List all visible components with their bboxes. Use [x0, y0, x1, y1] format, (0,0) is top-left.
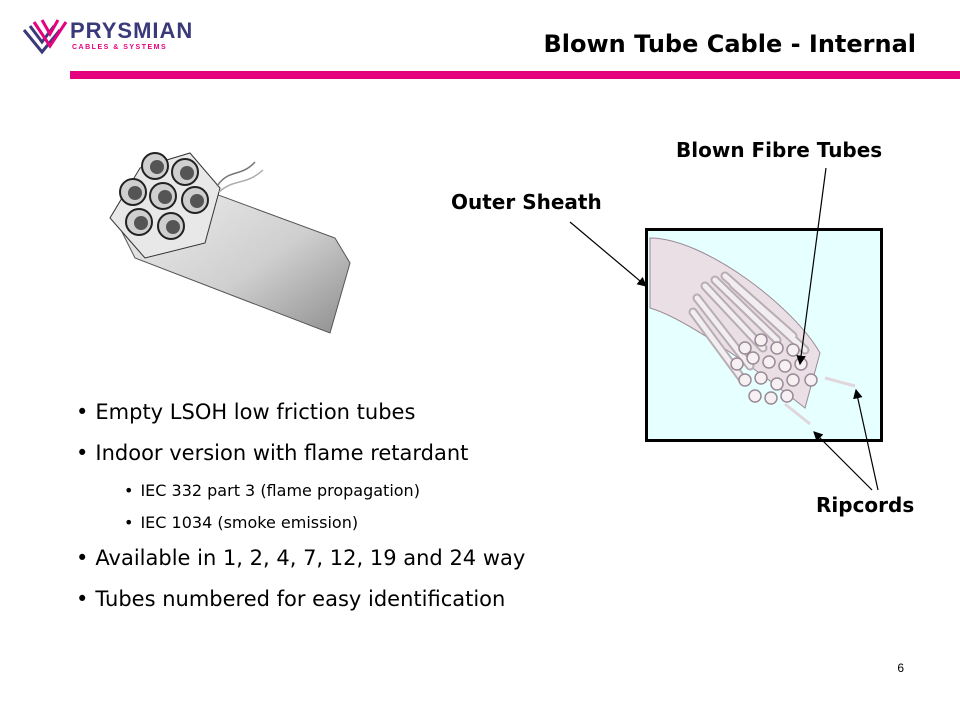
title-underline: [70, 71, 960, 79]
logo-name: PRYSMIAN: [70, 18, 194, 43]
bullet-text: Available in 1, 2, 4, 7, 12, 19 and 24 w…: [95, 546, 526, 570]
bullet-item: •Tubes numbered for easy identification: [76, 587, 506, 611]
logo-chevron-icon: [22, 19, 68, 55]
cable-illustration: [109, 152, 351, 334]
bullet-text: Tubes numbered for easy identification: [95, 587, 506, 611]
cable-cross-section-diagram: [645, 228, 883, 442]
slide-title: Blown Tube Cable - Internal: [543, 30, 916, 58]
page-number: 6: [897, 661, 904, 675]
label-blown-fibre-tubes: Blown Fibre Tubes: [676, 138, 883, 162]
bullet-item: •Empty LSOH low friction tubes: [76, 400, 416, 424]
bullet-text: Empty LSOH low friction tubes: [95, 400, 416, 424]
feature-list: •Empty LSOH low friction tubes •Indoor v…: [76, 398, 636, 626]
label-ripcords: Ripcords: [816, 493, 915, 517]
label-outer-sheath: Outer Sheath: [451, 190, 602, 214]
sub-bullet-item: •IEC 1034 (smoke emission): [124, 513, 359, 532]
sheath-pointer: [569, 221, 647, 287]
bullet-text: Indoor version with flame retardant: [95, 441, 469, 465]
logo-tagline: CABLES & SYSTEMS: [72, 44, 168, 51]
bullet-item: •Available in 1, 2, 4, 7, 12, 19 and 24 …: [76, 546, 526, 570]
prysmian-logo: PRYSMIAN CABLES & SYSTEMS: [20, 16, 250, 66]
sub-bullet-text: IEC 1034 (smoke emission): [140, 513, 359, 532]
sub-bullet-text: IEC 332 part 3 (flame propagation): [140, 481, 420, 500]
bullet-item: •Indoor version with flame retardant: [76, 441, 469, 465]
sub-bullet-item: •IEC 332 part 3 (flame propagation): [124, 481, 420, 500]
